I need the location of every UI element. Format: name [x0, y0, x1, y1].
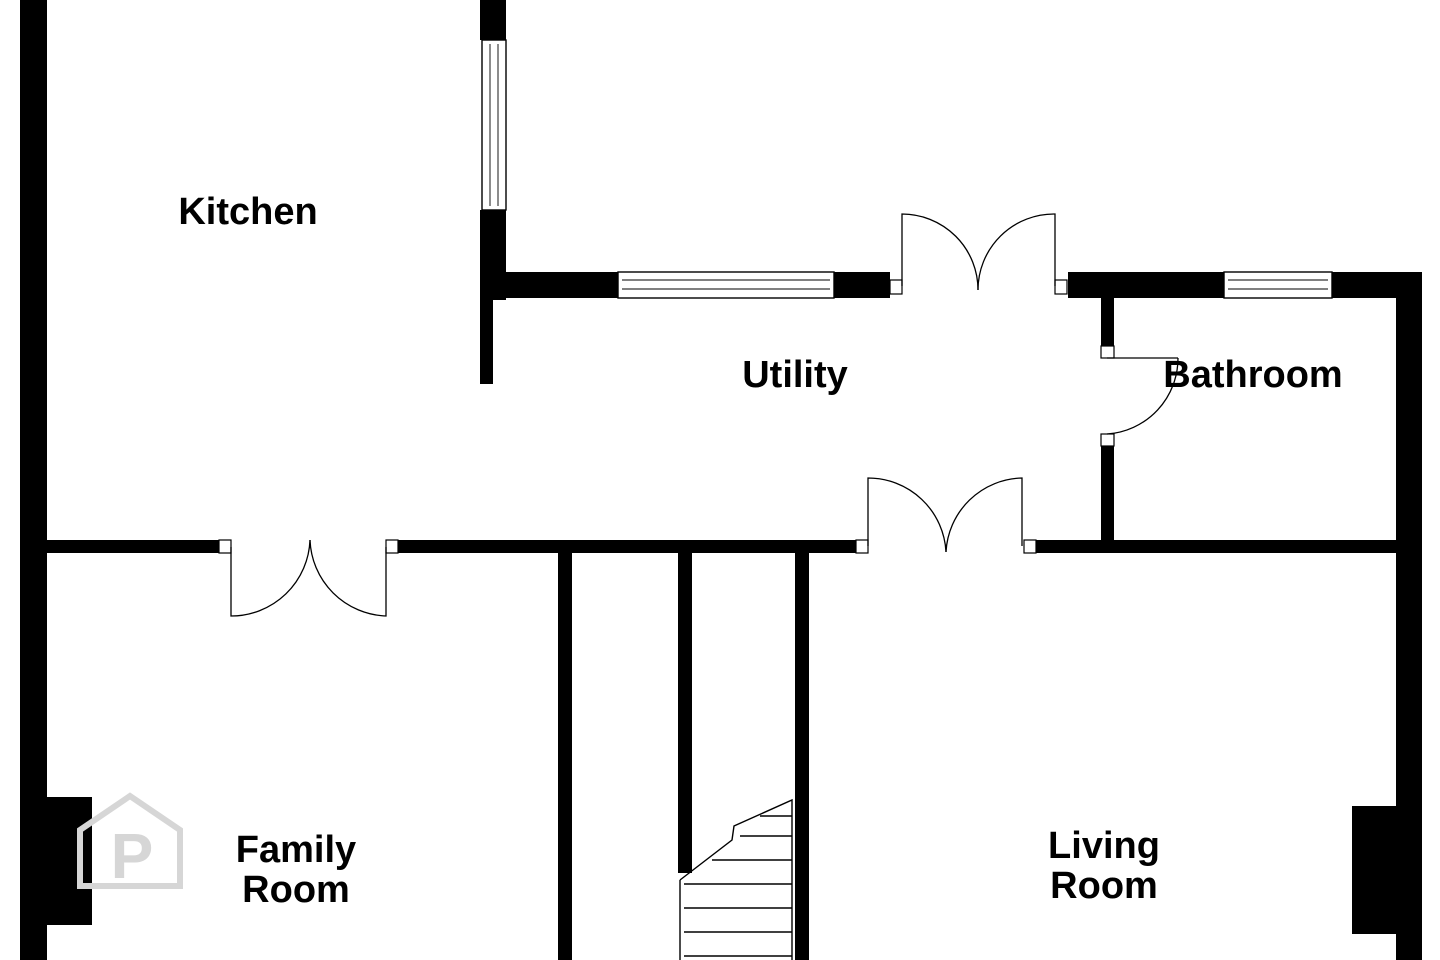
wall-bathroom-left-bottom: [1101, 446, 1114, 546]
door-family-room: [218, 539, 399, 617]
windows: [481, 39, 1333, 299]
wall-mid-2: [398, 540, 856, 553]
walls: [20, 0, 1422, 960]
door-bathroom: [1100, 345, 1179, 447]
wall-bathroom-left-top: [1101, 290, 1114, 348]
wall-kitchen-stub: [480, 290, 493, 384]
wall-stair-left: [558, 553, 572, 960]
room-label-kitchen: Kitchen: [178, 191, 317, 233]
window-bathroom: [1223, 271, 1333, 299]
staircase: [679, 798, 793, 960]
room-label-utility: Utility: [742, 354, 848, 396]
room-label-living-line2: Room: [1050, 865, 1158, 907]
door-utility-exterior: [889, 213, 1068, 295]
room-label-family-line1: Family: [236, 829, 356, 871]
wall-kitchen-right-top: [480, 0, 506, 40]
room-label-living-line1: Living: [1048, 825, 1160, 867]
room-label-family-line2: Room: [242, 869, 350, 911]
doors: [218, 213, 1179, 617]
door-living-room: [855, 477, 1037, 554]
wall-bathroom-top-1: [1068, 272, 1224, 298]
chimney-breast-family-room: [47, 797, 92, 925]
wall-right-exterior: [1396, 272, 1422, 960]
wall-bathroom-top-2: [1332, 272, 1422, 298]
chimney-breast-living-room: [1352, 806, 1396, 934]
watermark-logo: P: [77, 792, 183, 892]
window-kitchen: [481, 39, 507, 211]
wall-stair-center: [678, 553, 692, 873]
wall-mid-3: [1036, 540, 1398, 553]
wall-utility-top-2: [834, 272, 890, 298]
watermark-text: P: [111, 820, 154, 892]
wall-stair-right: [795, 553, 809, 960]
wall-left-exterior: [20, 0, 47, 960]
room-label-bathroom: Bathroom: [1163, 354, 1342, 396]
wall-mid-1: [47, 540, 219, 553]
window-utility: [617, 271, 835, 299]
wall-utility-top-1: [480, 272, 618, 298]
